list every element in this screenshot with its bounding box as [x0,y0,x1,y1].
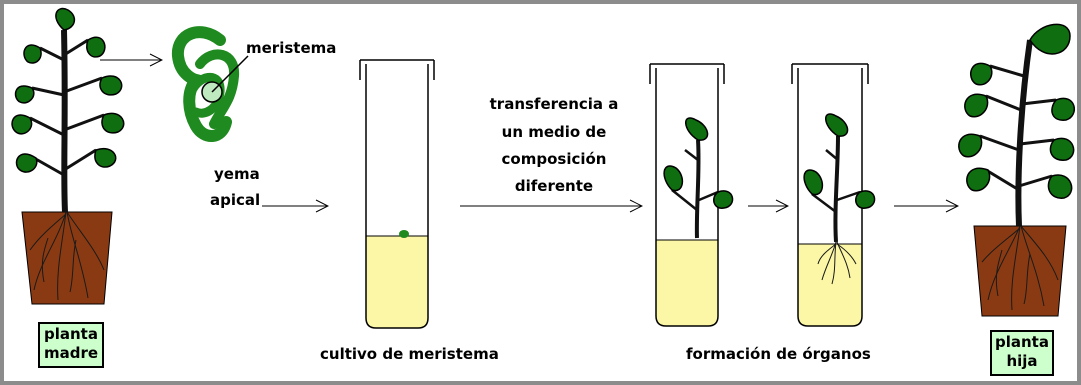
label-apical: apical [210,191,261,209]
tag-madre-line2: madre [43,344,99,362]
tube-organ-formation-2 [791,63,876,327]
daughter-plant [958,23,1076,317]
tag-planta-madre: planta madre [38,322,104,368]
tag-madre-line1: planta [44,325,98,343]
label-meristema: meristema [246,39,337,57]
label-cultivo: cultivo de meristema [320,345,499,363]
label-transfer-2: un medio de [501,123,607,141]
daughter-pot [973,225,1067,317]
tube-meristem-culture [359,59,435,329]
mother-plant [11,7,125,305]
tag-hija-line2: hija [1006,352,1038,370]
diagram-art [11,7,1076,329]
mother-stem [61,29,68,213]
label-yema: yema [214,165,260,183]
daughter-stem [1015,39,1033,227]
label-formacion: formación de órganos [686,345,871,363]
mother-pot [21,211,113,305]
label-transfer-3: composición [501,150,607,168]
label-transfer-1: transferencia a [489,95,619,113]
tag-planta-hija: planta hija [990,330,1054,376]
tag-hija-line1: planta [995,333,1049,351]
tube-organ-formation-1 [649,63,734,327]
label-transfer-4: diferente [514,177,594,195]
apical-bud-drawing [171,26,249,142]
